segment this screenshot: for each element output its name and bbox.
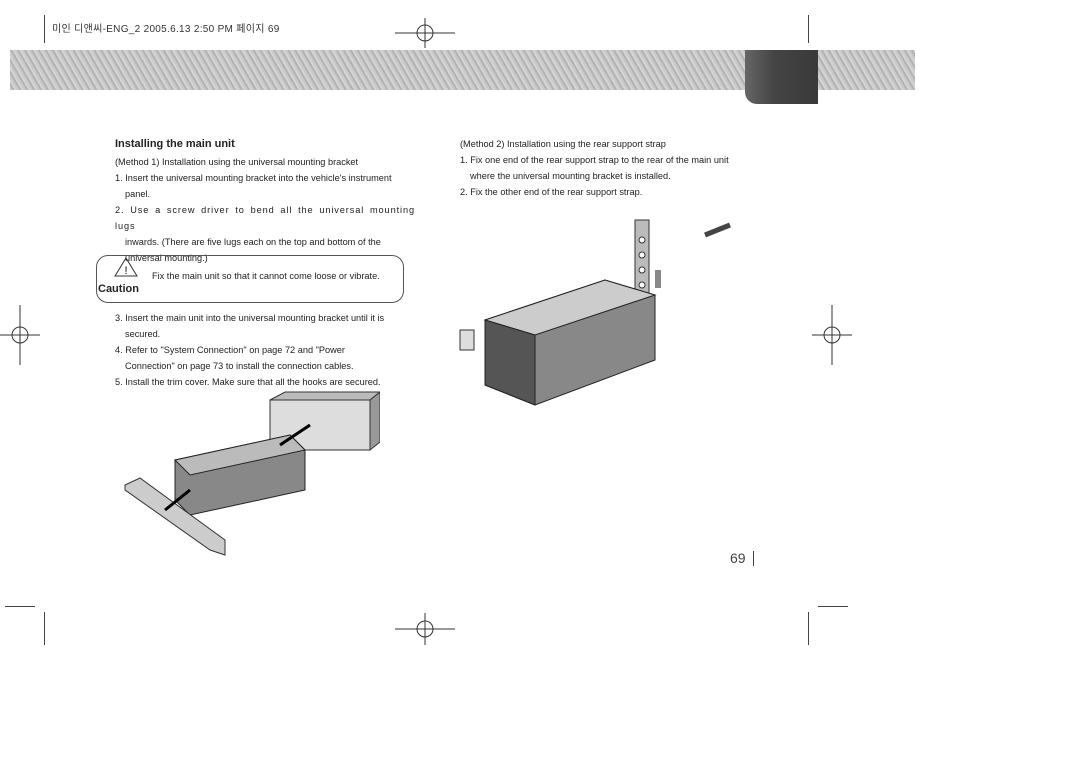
method-2-heading: (Method 2) Installation using the rear s… — [460, 139, 666, 149]
step-text: 1. Insert the universal mounting bracket… — [115, 173, 392, 183]
step-text: secured. — [125, 329, 161, 339]
step-text: 4. Refer to "System Connection" on page … — [115, 345, 345, 355]
page-number: 69 — [730, 550, 746, 566]
step-text: Connection" on page 73 to install the co… — [125, 361, 354, 371]
caution-label: Caution — [98, 283, 139, 295]
bracket-installation-illustration — [124, 391, 380, 556]
crop-mark — [44, 15, 45, 43]
crop-mark — [808, 612, 809, 645]
registration-mark-bottom — [395, 613, 455, 645]
rear-strap-illustration — [459, 219, 731, 406]
registration-mark-left — [0, 305, 40, 365]
step-text: where the universal mounting bracket is … — [470, 171, 671, 181]
section-title: Installing the main unit — [115, 138, 235, 150]
step-text: 1. Fix one end of the rear support strap… — [460, 155, 729, 165]
step-text: panel. — [125, 189, 151, 199]
method-2-step-2: 2. Fix the other end of the rear support… — [460, 184, 760, 200]
step-text: 5. Install the trim cover. Make sure tha… — [115, 377, 381, 387]
crop-mark — [5, 606, 35, 607]
step-2: 2. Use a screw driver to bend all the un… — [115, 202, 415, 266]
step-text: 2. Fix the other end of the rear support… — [460, 187, 643, 197]
print-slug: 미인 디앤씨-ENG_2 2005.6.13 2:50 PM 페이지 69 — [52, 24, 280, 35]
step-text: inwards. (There are five lugs each on th… — [125, 237, 381, 247]
page-number-rule — [753, 551, 754, 566]
step-1: 1. Insert the universal mounting bracket… — [115, 170, 415, 202]
step-text: universal mounting.) — [125, 253, 208, 263]
registration-mark-right — [812, 305, 852, 365]
registration-mark-top — [395, 18, 455, 48]
caution-box — [96, 255, 404, 303]
crop-mark — [818, 606, 848, 607]
step-3: 3. Insert the main unit into the univers… — [115, 310, 415, 342]
method-2-step-1: 1. Fix one end of the rear support strap… — [460, 152, 760, 184]
step-text: 3. Insert the main unit into the univers… — [115, 313, 385, 323]
crop-mark — [808, 15, 809, 43]
step-5: 5. Install the trim cover. Make sure tha… — [115, 374, 425, 390]
svg-text:!: ! — [124, 265, 127, 277]
header-banner-tab — [745, 50, 818, 104]
step-4: 4. Refer to "System Connection" on page … — [115, 342, 415, 374]
crop-mark — [44, 612, 45, 645]
caution-text: Fix the main unit so that it cannot come… — [152, 271, 380, 281]
warning-icon: ! — [114, 257, 138, 277]
method-1-heading: (Method 1) Installation using the univer… — [115, 157, 359, 167]
step-text: 2. Use a screw driver to bend all the un… — [115, 205, 415, 231]
